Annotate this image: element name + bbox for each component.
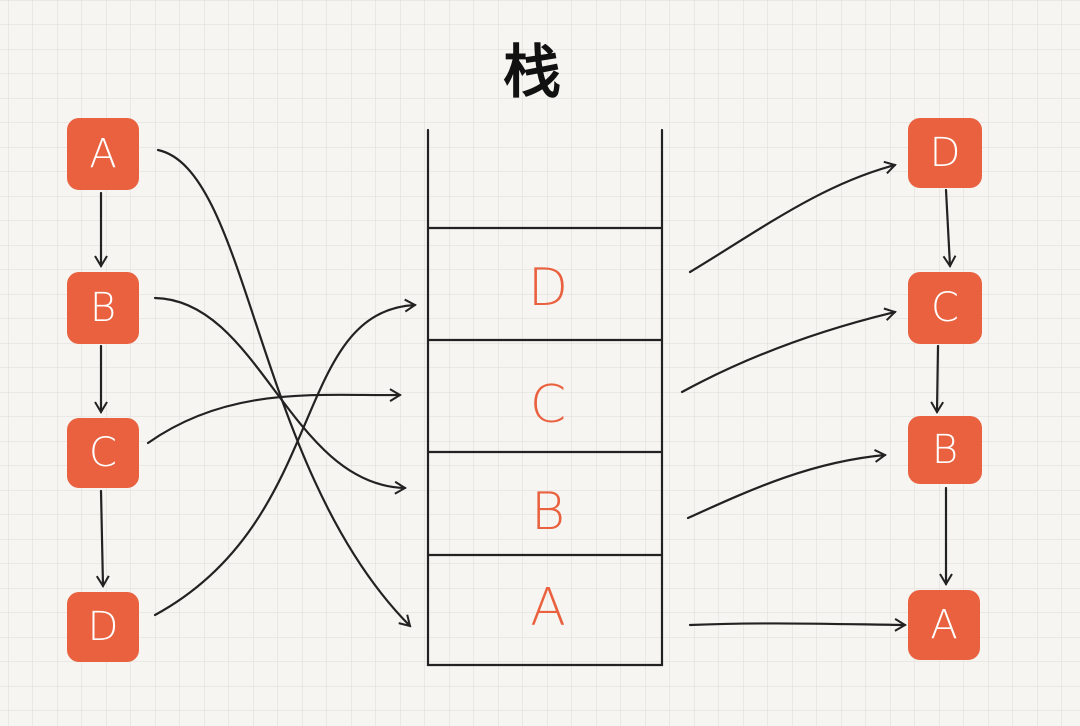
input-node-label: B (90, 285, 116, 331)
arrow-pop-c (680, 307, 897, 394)
stack-slot-3: B (531, 482, 565, 542)
diagram-title: 栈 (503, 38, 561, 106)
output-node-label: A (930, 602, 957, 648)
pop-arrows (680, 160, 907, 632)
push-arrows (146, 148, 417, 628)
stack-slot-1: D (528, 258, 568, 318)
input-node (67, 418, 139, 488)
stack-slot-4: A (530, 578, 566, 638)
arrow-pop-a (688, 618, 907, 632)
input-node-label: A (89, 131, 116, 177)
arrow-pop-d (688, 160, 897, 274)
output-sequence: D C B A (908, 118, 982, 660)
input-node-label: D (88, 604, 119, 650)
input-sequence: A B C D (67, 118, 139, 662)
input-node (67, 118, 139, 190)
stack-slot-2: C (530, 375, 566, 435)
stack: D C B A (426, 128, 664, 667)
output-node (908, 118, 982, 188)
output-node-label: C (931, 285, 959, 331)
arrow-pop-b (686, 449, 887, 520)
input-node-label: C (89, 430, 117, 476)
arrow-push-c (146, 388, 402, 445)
output-node (908, 590, 980, 660)
output-node (908, 416, 982, 484)
output-node-label: B (932, 427, 958, 473)
input-node (67, 272, 139, 344)
output-node (908, 272, 982, 344)
output-node-label: D (930, 130, 961, 176)
arrow-push-d (153, 298, 417, 617)
arrow-push-b (153, 296, 407, 495)
input-node (67, 592, 139, 662)
arrow-push-a (156, 148, 412, 628)
